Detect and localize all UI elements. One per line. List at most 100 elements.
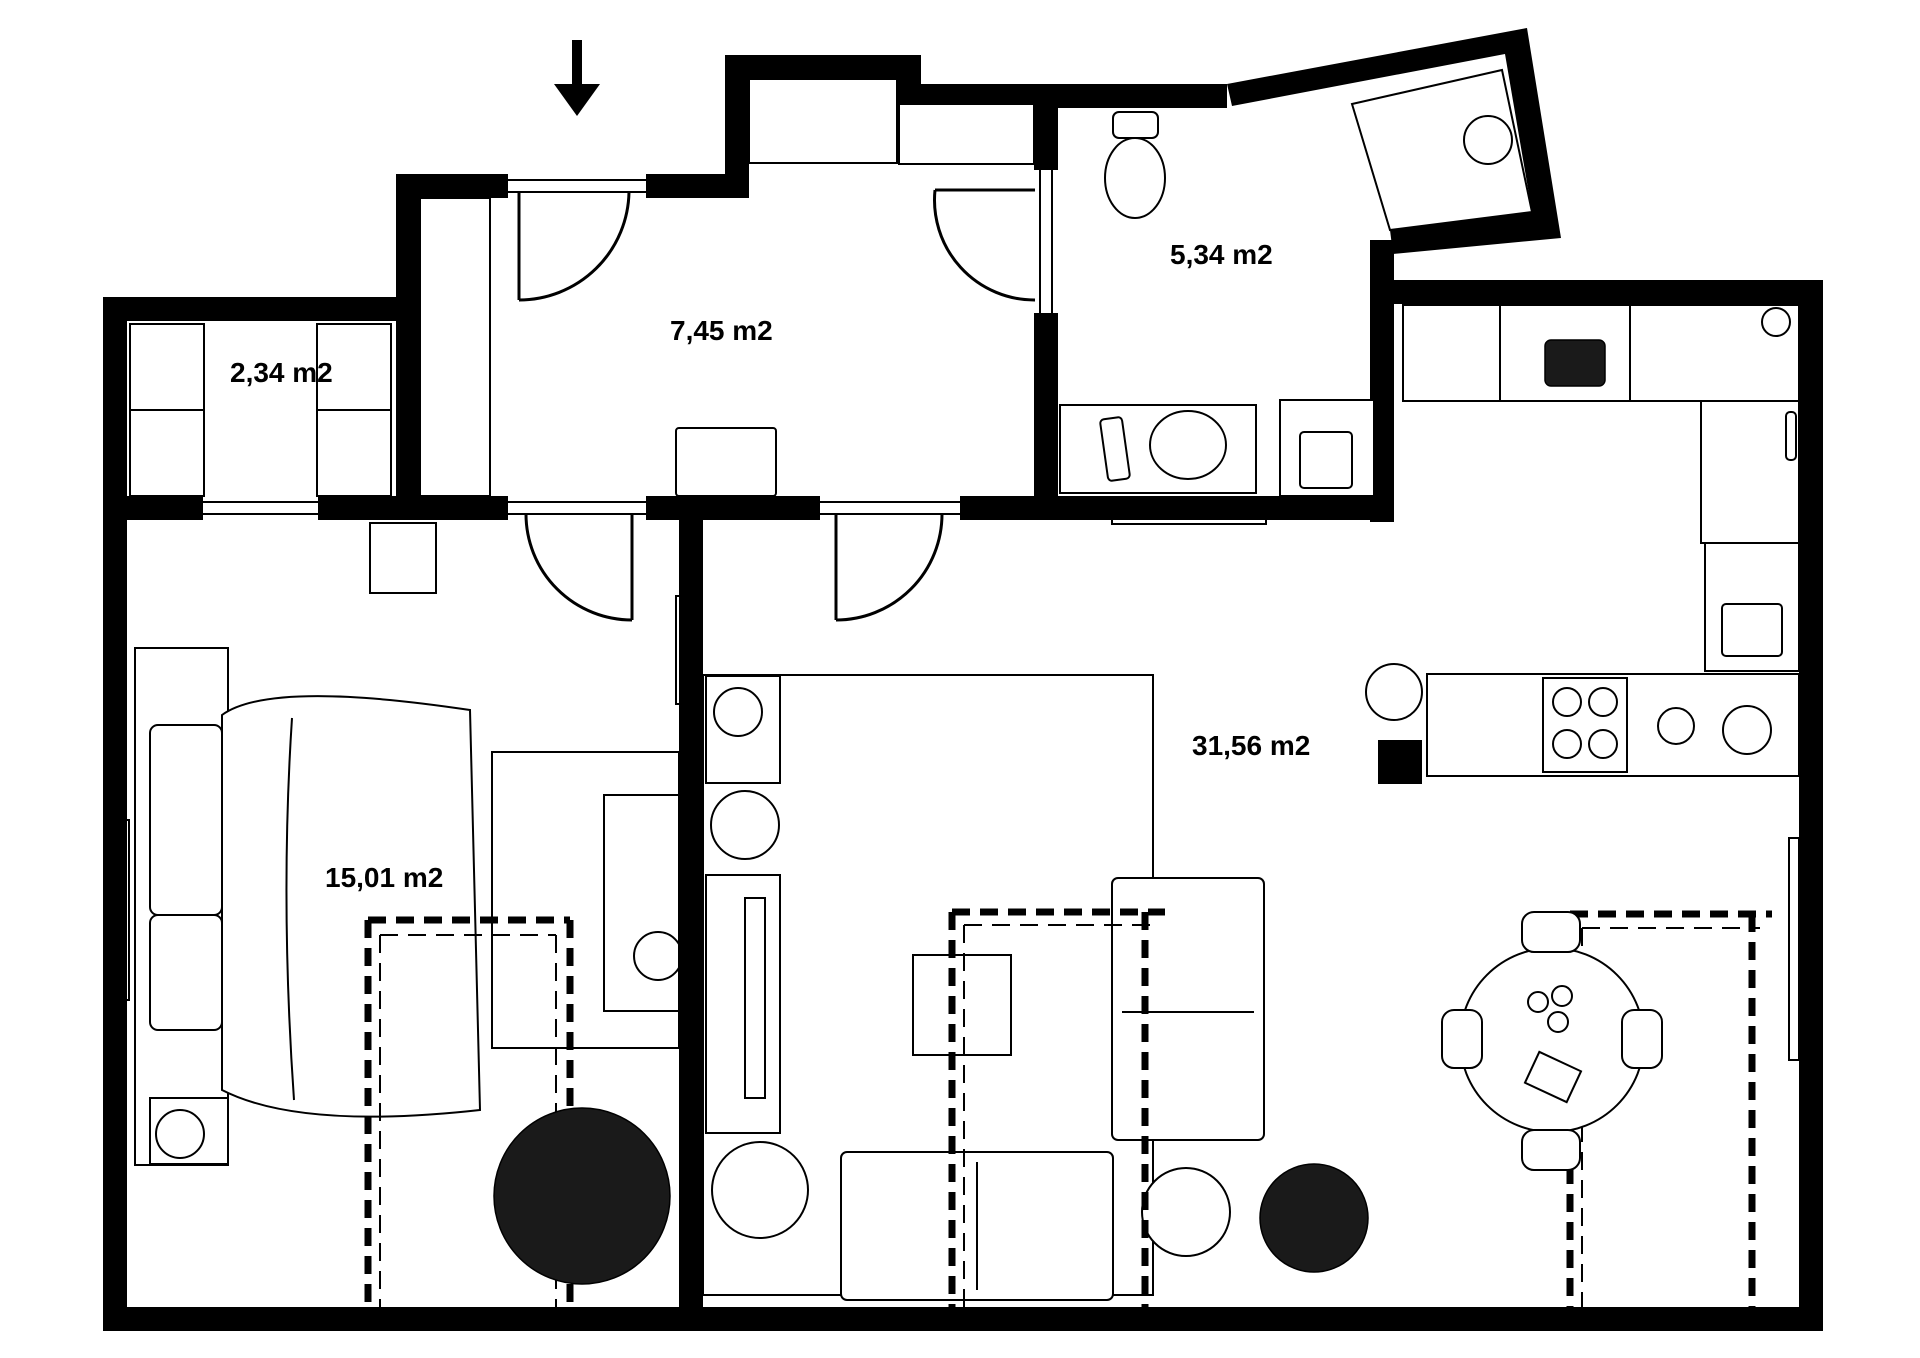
wall-bathroom-angle [1227, 28, 1561, 254]
dining-chair-bottom [1521, 1129, 1581, 1171]
dining-chair-right [1621, 1009, 1663, 1069]
entrance-door-swing [518, 191, 631, 302]
wall-bottom [103, 1307, 1823, 1331]
dining-chair-left [1441, 1009, 1483, 1069]
living-door-swing [835, 513, 944, 622]
tv-stand [705, 874, 781, 1134]
plate-icon-1 [1527, 991, 1549, 1013]
side-table [705, 675, 781, 784]
room-area-hall: 7,45 m2 [670, 315, 773, 346]
room-area-living: 31,56 m2 [1192, 730, 1310, 761]
living-plant-large-icon [1259, 1163, 1369, 1273]
bathroom-door-swing [933, 189, 1036, 302]
living-plant-small-icon [710, 790, 780, 860]
stool-seat-icon [1378, 740, 1422, 784]
shower-drain-icon [1463, 115, 1513, 165]
fridge [1700, 400, 1800, 544]
walls [103, 28, 1823, 1331]
niche-cabinet-left [748, 78, 898, 164]
living-rug-outline [948, 908, 1165, 1307]
fridge-handle [1785, 411, 1797, 461]
hall-bench [675, 427, 777, 497]
room-area-bedroom: 15,01 m2 [325, 862, 443, 893]
dish-rack-icon [1544, 339, 1606, 387]
wall-bath-left-upper [1034, 100, 1058, 170]
wall-hall-bottom-b [646, 496, 820, 520]
nightstand [149, 1097, 229, 1165]
fruit-bowl-icon [1722, 705, 1772, 755]
wall-left [103, 297, 127, 1331]
pillow-1 [149, 724, 223, 916]
pillow-2 [149, 914, 223, 1031]
living-furniture [702, 674, 1369, 1307]
entrance-arrow-icon [554, 40, 600, 116]
dining-chair-top [1521, 911, 1581, 953]
kettle-icon [1657, 707, 1695, 745]
kitchen [1365, 304, 1800, 784]
toilet-tank [1112, 111, 1159, 139]
kitchen-sink-icon [1721, 603, 1783, 657]
living-plant-medium-icon [711, 1141, 809, 1239]
armchair-icon [1141, 1167, 1231, 1257]
towel-icon [1099, 416, 1131, 482]
niche-cabinet-right [898, 103, 1035, 165]
wall-storage-top [103, 297, 416, 321]
storage-furniture [129, 323, 392, 497]
burner-icon-1 [1552, 687, 1582, 717]
living-rug-inner [963, 924, 1150, 1307]
dining-furniture [1441, 910, 1772, 1307]
desk-lamp-icon [633, 931, 683, 981]
bedroom-wall-opening [675, 595, 683, 705]
bathroom-fixtures [1059, 68, 1534, 497]
wall-niche-top [725, 55, 921, 79]
toilet-icon [1104, 137, 1166, 219]
room-area-storage: 2,34 m2 [230, 357, 333, 388]
bedroom-chair [369, 522, 437, 594]
doors [517, 188, 1036, 622]
sofa-right [1111, 877, 1265, 1141]
wall-hall-top-left [396, 174, 508, 198]
cooktop [1542, 677, 1628, 773]
bath-window [1111, 517, 1267, 525]
burner-icon-2 [1588, 687, 1618, 717]
wall-bathroom-bottom [1034, 496, 1394, 520]
laundry-basket-icon [1299, 431, 1353, 489]
entrance-arrow-shaft [572, 40, 582, 88]
desk-surface [603, 794, 680, 1012]
living-window-right [1788, 837, 1800, 1061]
nightstand-lamp-icon [155, 1109, 205, 1159]
bedroom-plant-icon [493, 1107, 671, 1285]
bedroom-furniture [134, 522, 683, 1307]
tv-icon [744, 897, 766, 1099]
hall-furniture [419, 78, 1035, 497]
windows [122, 170, 1800, 1061]
wall-storage-bottom-b [318, 496, 416, 520]
entrance-arrow-head [554, 84, 600, 116]
bedroom-door-swing [524, 513, 633, 622]
bed-duvet-fold [285, 717, 295, 1101]
wall-kitchen-top [1390, 280, 1823, 304]
bedroom-window-left [122, 819, 130, 1001]
wall-storage-bottom-a [103, 496, 203, 520]
sink-icon [1149, 410, 1227, 480]
plate-icon-2 [1551, 985, 1573, 1007]
kitchen-sink-small-icon [1761, 307, 1791, 337]
bed-duvet [221, 695, 482, 1118]
wall-right [1799, 280, 1823, 1331]
wall-bath-left-lower [1034, 313, 1058, 518]
wall-hall-bottom-c [960, 496, 1058, 520]
wardrobe [419, 197, 491, 497]
floor-lamp-icon [713, 687, 763, 737]
room-area-bathroom: 5,34 m2 [1170, 239, 1273, 270]
placemat-icon [1523, 1050, 1583, 1104]
burner-icon-3 [1552, 729, 1582, 759]
room-labels: 2,34 m2 7,45 m2 5,34 m2 15,01 m2 31,56 m… [230, 239, 1310, 893]
coffee-table [912, 954, 1012, 1056]
burner-icon-4 [1588, 729, 1618, 759]
shower-tray [1350, 68, 1534, 232]
plate-icon-3 [1547, 1011, 1569, 1033]
wall-hall-left [396, 174, 420, 520]
bar-stool-icon [1365, 663, 1423, 721]
dining-table [1459, 947, 1645, 1133]
